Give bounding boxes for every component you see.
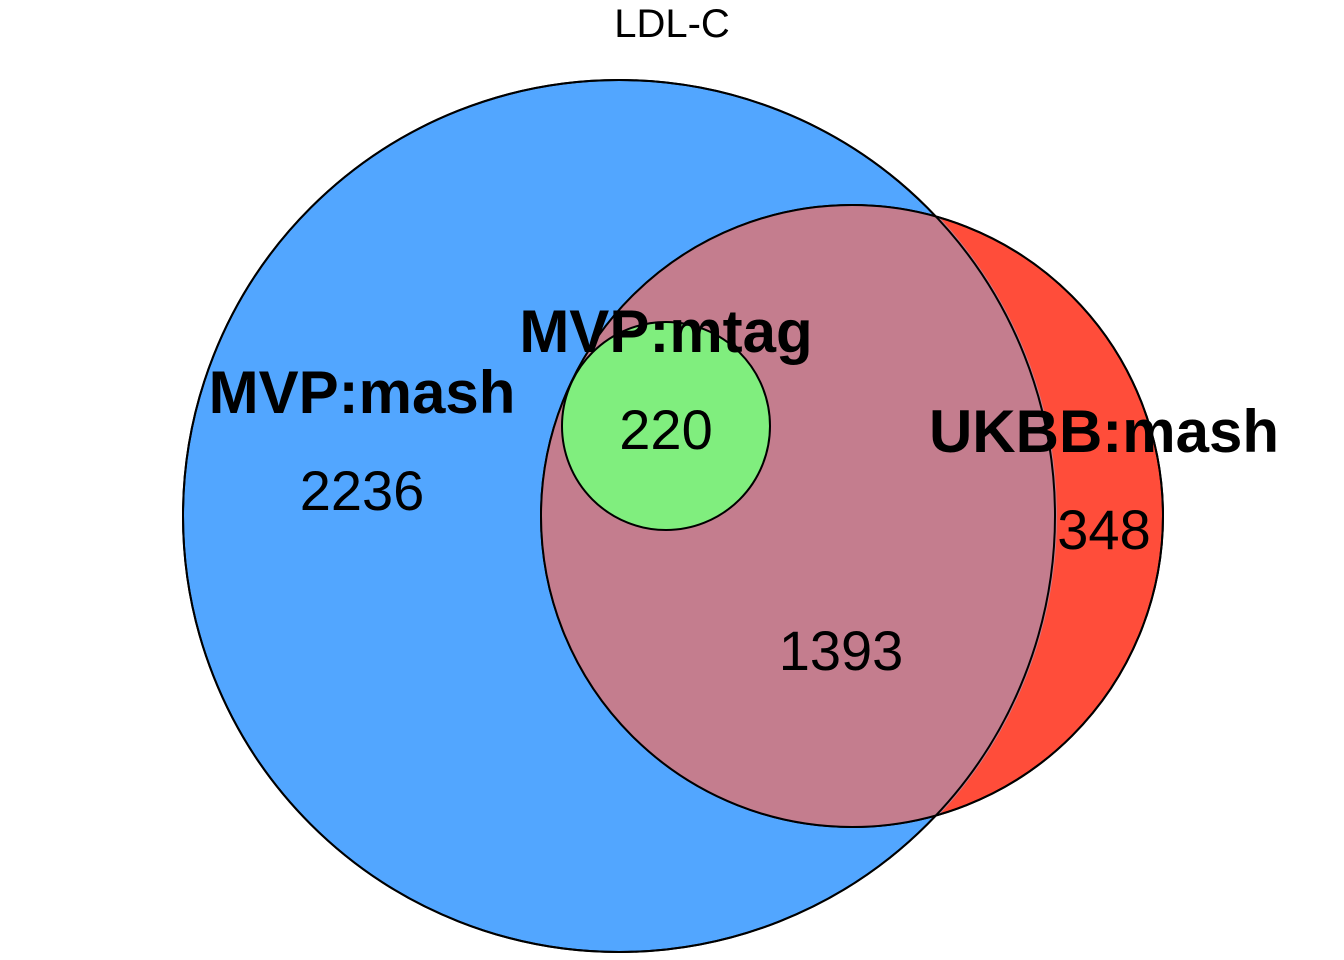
set-label-ukbb-mash: UKBB:mash	[929, 398, 1279, 465]
count-ukbb-mash-only: 348	[1057, 498, 1150, 561]
set-label-mvp-mtag: MVP:mtag	[519, 298, 812, 365]
set-label-mvp-mash: MVP:mash	[209, 359, 516, 426]
set-outline-mvp-mash	[182, 79, 1056, 953]
count-mvp-mash-only: 2236	[300, 459, 425, 522]
diagram-title: LDL-C	[614, 2, 730, 46]
count-mvp-and-ukbb: 1393	[779, 619, 904, 682]
count-all-three: 220	[619, 398, 712, 461]
set-outline-ukbb-mash	[540, 204, 1164, 828]
set-circle-mvp-mtag	[561, 321, 771, 531]
